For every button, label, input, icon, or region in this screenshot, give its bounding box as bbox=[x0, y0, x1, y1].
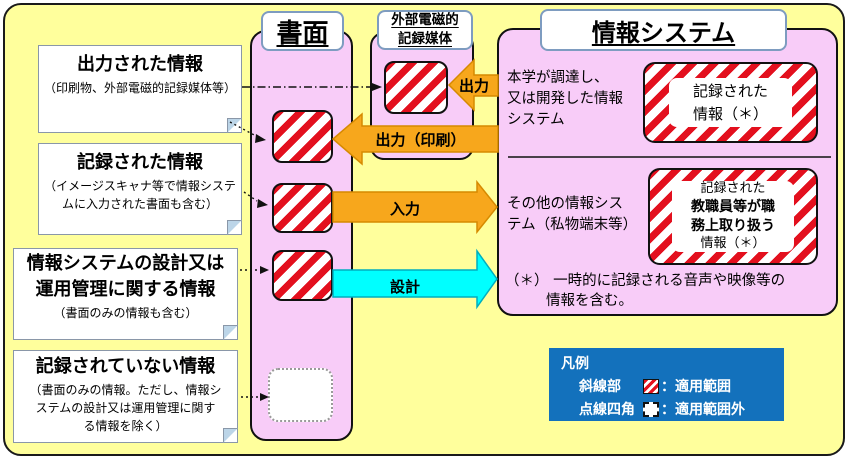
legend-stripe-swatch-icon bbox=[643, 378, 659, 394]
folded-corner-icon bbox=[223, 325, 238, 340]
legend-item-label: 斜線部 bbox=[579, 379, 621, 395]
document-striped-box-output bbox=[272, 110, 333, 163]
document-striped-box-recorded bbox=[272, 183, 333, 233]
folded-corner-icon bbox=[223, 428, 238, 443]
input-arrow-label: 入力 bbox=[389, 200, 420, 218]
legend-item-desc: ：適用範囲 bbox=[661, 379, 731, 395]
external-media-header-label: 外部電磁的 記録媒体 bbox=[391, 12, 459, 47]
callout-design-info: 情報システムの設計又は 運用管理に関する情報 （書面のみの情報も含む） bbox=[13, 248, 238, 340]
callout-title: 出力された情報 bbox=[77, 54, 203, 75]
callout-subtitle: （イメージスキャナ等で情報システ ムに入力された書面も含む） bbox=[44, 179, 236, 212]
legend-item-label: 点線四角 bbox=[579, 402, 635, 418]
info-system-header: 情報システム bbox=[540, 9, 787, 51]
document-header: 書面 bbox=[261, 11, 344, 51]
callout-subtitle: （書面のみの情報。ただし、情報シ ステムの設計又は運用管理に関す る情報を除く） bbox=[29, 383, 222, 434]
system-owned-text: 本学が調達し、 又は開発した情報 システム bbox=[507, 70, 623, 129]
media-striped-box bbox=[384, 61, 448, 114]
document-header-label: 書面 bbox=[276, 18, 329, 49]
legend-item-desc: ：適用範囲外 bbox=[661, 402, 745, 418]
staff-info-bottom: 情報（＊） bbox=[700, 236, 766, 252]
staff-info-bold: 教職員等が職 務上取り扱う bbox=[691, 198, 775, 234]
staff-info-top: 記録された bbox=[700, 181, 766, 197]
output-print-arrow-label: 出力（印刷） bbox=[375, 131, 466, 149]
recorded-info-text: 記録された 情報（＊） bbox=[692, 82, 768, 123]
document-dotted-box-unrecorded bbox=[268, 368, 333, 422]
callout-title: 情報システムの設計又は 運用管理に関する情報 bbox=[26, 253, 225, 301]
callout-unrecorded-info: 記録されていない情報 （書面のみの情報。ただし、情報シ ステムの設計又は運用管理… bbox=[13, 350, 238, 443]
legend-dotted-swatch-icon bbox=[643, 401, 659, 417]
callout-output-info: 出力された情報 （印刷物、外部電磁的記録媒体等） bbox=[38, 45, 242, 133]
legend: 凡例 斜線部 ：適用範囲 点線四角 ：適用範囲外 bbox=[549, 348, 784, 421]
output-arrow-label: 出力 bbox=[458, 77, 489, 95]
footnote-line1: （＊） 一時的に記録される音声や映像等の bbox=[505, 273, 786, 289]
legend-item-stripe: 斜線部 ：適用範囲 bbox=[579, 376, 784, 396]
external-media-header: 外部電磁的 記録媒体 bbox=[377, 10, 473, 50]
recorded-info-box: 記録された 情報（＊） bbox=[669, 78, 792, 127]
staff-info-box: 記録された 教職員等が職 務上取り扱う 情報（＊） bbox=[672, 181, 794, 252]
footnote-line2: 情報を含む。 bbox=[546, 293, 633, 309]
callout-subtitle: （印刷物、外部電磁的記録媒体等） bbox=[43, 81, 236, 96]
folded-corner-icon bbox=[227, 118, 242, 133]
system-striped-frame-2: 記録された 教職員等が職 務上取り扱う 情報（＊） bbox=[648, 168, 818, 265]
info-system-header-label: 情報システム bbox=[591, 18, 736, 47]
system-striped-frame-1: 記録された 情報（＊） bbox=[643, 62, 818, 143]
callout-title: 記録された情報 bbox=[77, 152, 203, 173]
document-striped-box-design bbox=[272, 250, 333, 301]
callout-subtitle: （書面のみの情報も含む） bbox=[53, 306, 198, 321]
callout-title: 記録されていない情報 bbox=[35, 356, 216, 377]
callout-recorded-info: 記録された情報 （イメージスキャナ等で情報システ ムに入力された書面も含む） bbox=[38, 143, 242, 235]
design-arrow-label: 設計 bbox=[389, 278, 420, 296]
other-system-text: その他の情報シス テム（私物端末等） bbox=[507, 196, 638, 234]
folded-corner-icon bbox=[227, 220, 242, 235]
legend-title: 凡例 bbox=[561, 356, 589, 372]
legend-item-dotted: 点線四角 ：適用範囲外 bbox=[579, 399, 784, 419]
